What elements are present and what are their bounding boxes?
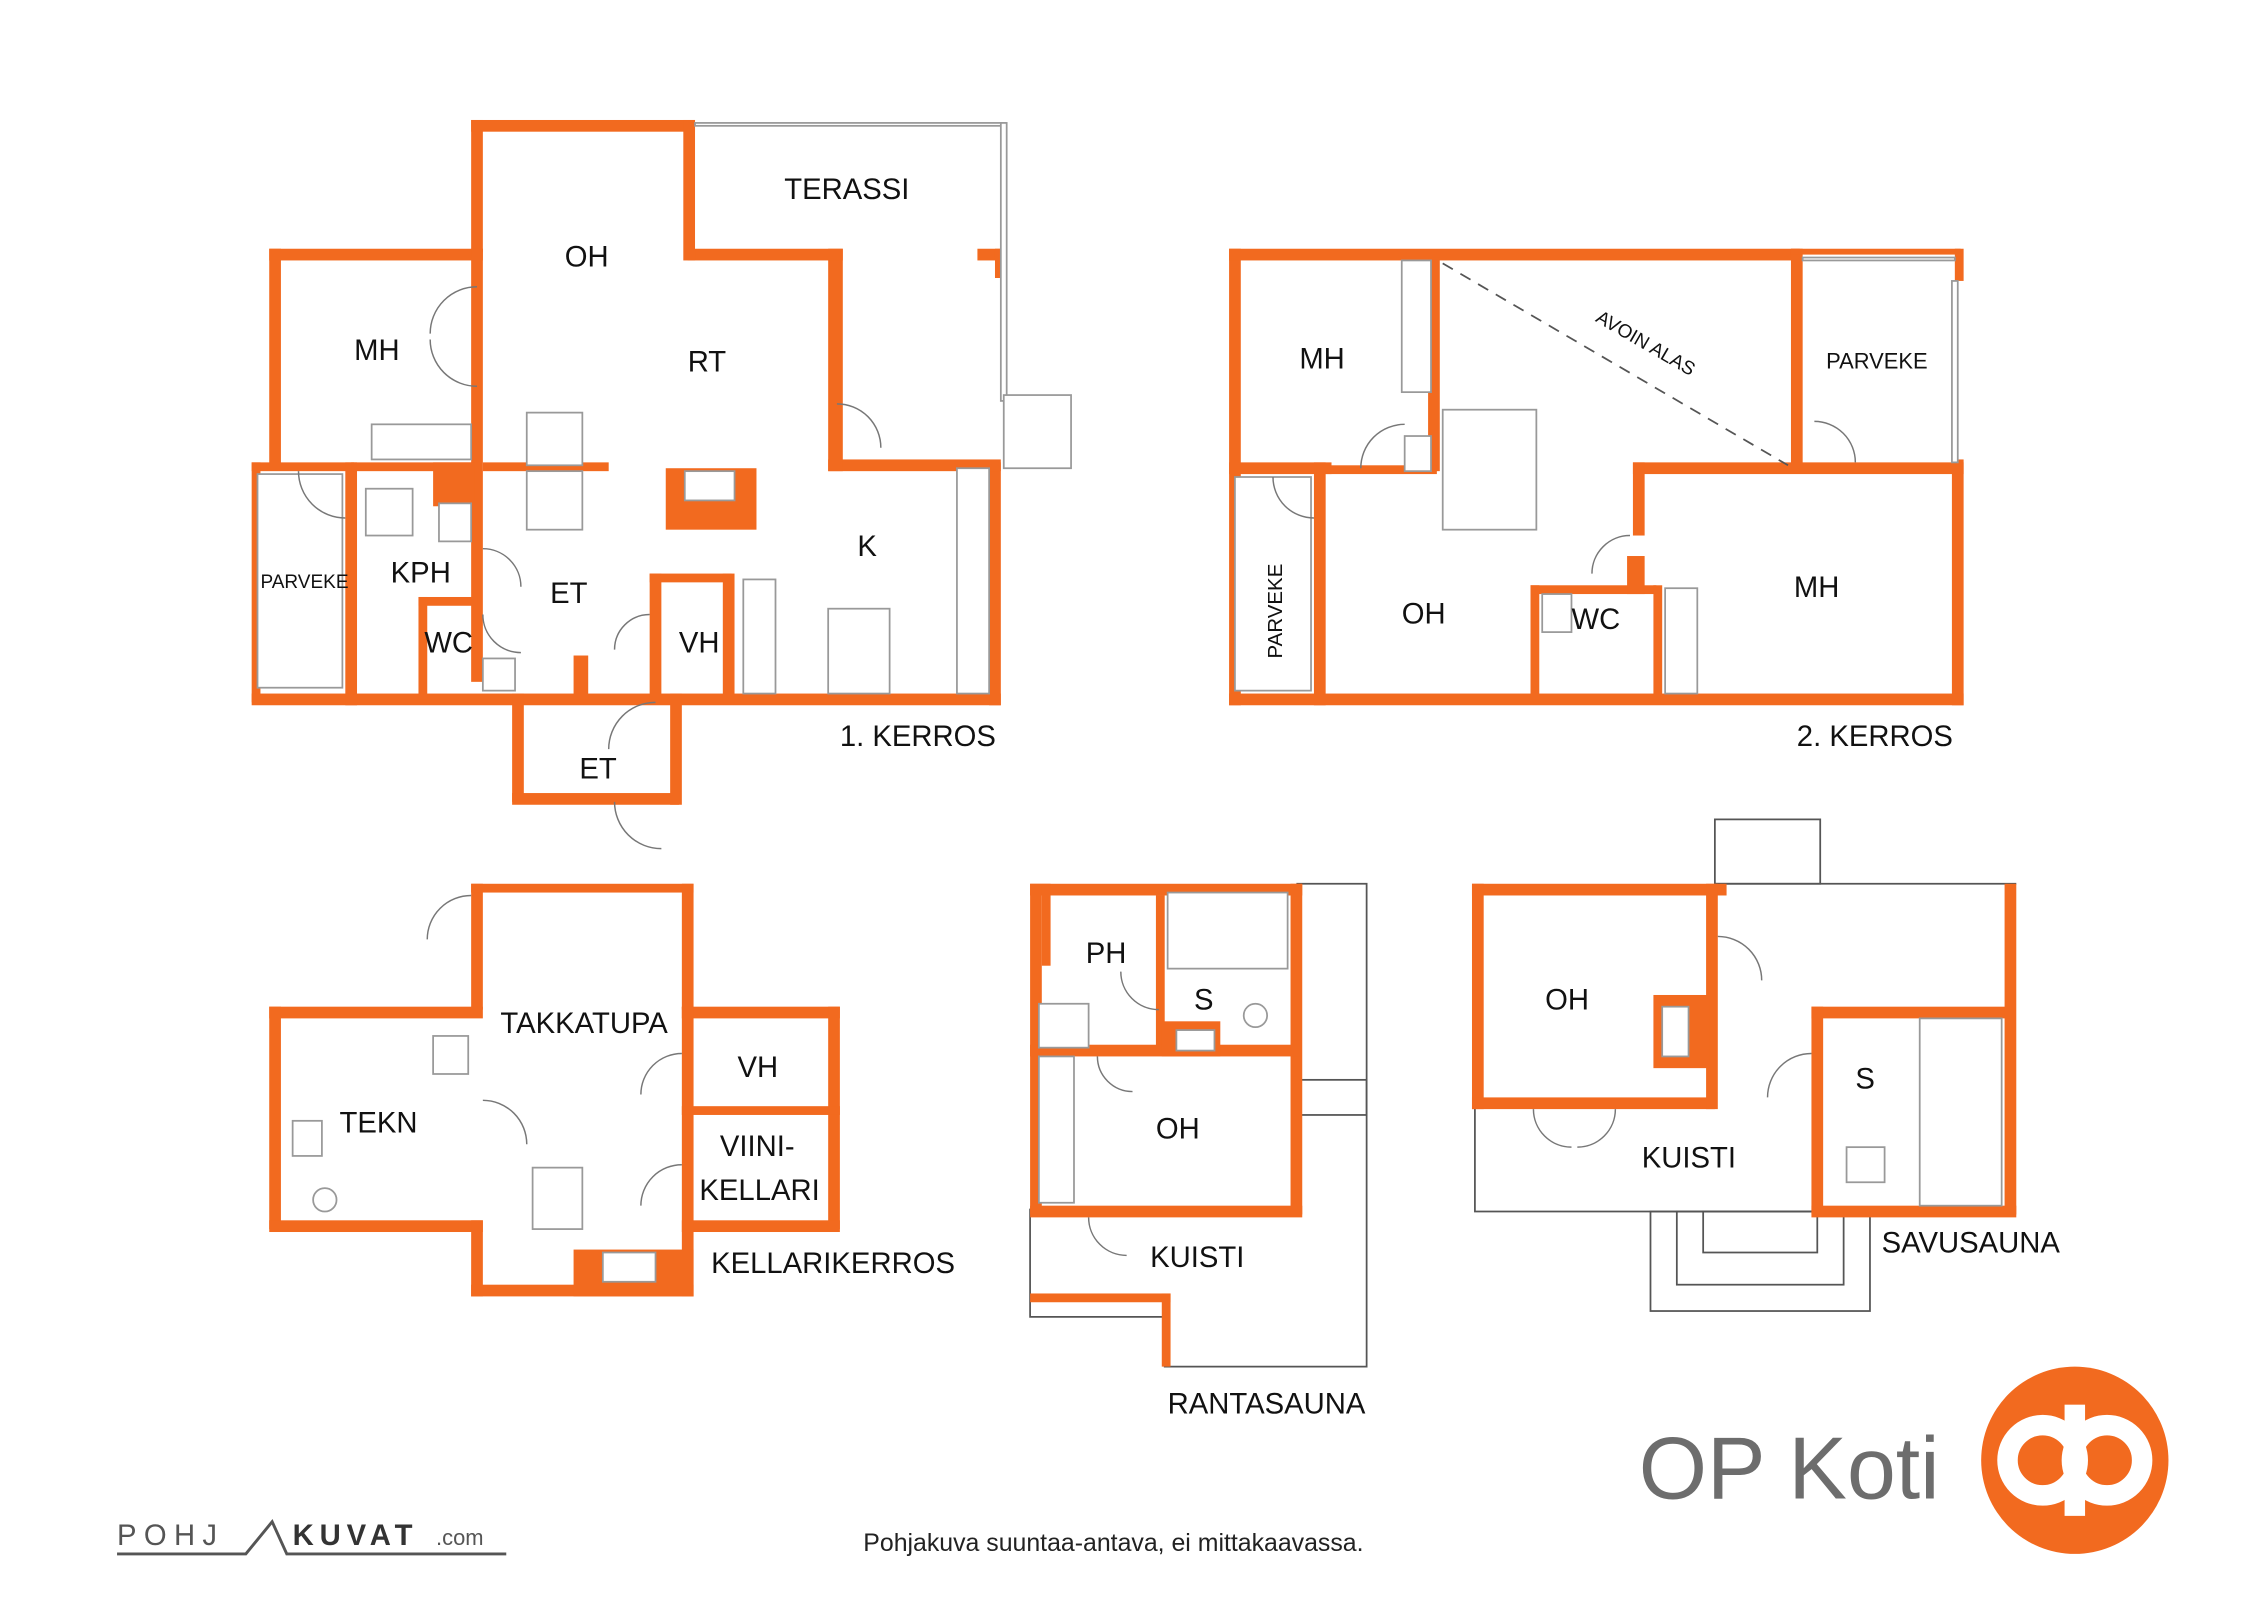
- room-label-avoin-alas: AVOIN ALAS: [1592, 307, 1698, 380]
- pohjakuvat-left: POHJ: [117, 1520, 224, 1552]
- room-label-vh: VH: [737, 1052, 778, 1084]
- savusauna-caption: SAVUSAUNA: [1882, 1227, 2061, 1259]
- floor-1-doors: [297, 286, 882, 850]
- rantasauna-walls: [1030, 883, 1303, 1367]
- room-label-k: K: [857, 531, 877, 563]
- brand-name: OP Koti: [1639, 1419, 1940, 1517]
- pohjakuvat-logo: POHJ KUVAT .com: [117, 1518, 507, 1556]
- room-label-oh: OH: [1156, 1113, 1200, 1145]
- floor-1-plan: TERASSI OH RT MH KPH PARVEKE WC ET VH K …: [251, 119, 1072, 850]
- room-label-oh: OH: [1545, 985, 1589, 1017]
- pohjakuvat-domain: .com: [436, 1525, 484, 1550]
- rantasauna-caption: RANTASAUNA: [1168, 1388, 1366, 1420]
- room-label-kph: KPH: [391, 557, 451, 589]
- room-label-kuisti: KUISTI: [1642, 1143, 1736, 1175]
- room-label-viini-2: KELLARI: [699, 1175, 819, 1207]
- room-label-takkatupa: TAKKATUPA: [500, 1008, 668, 1040]
- room-label-wc: WC: [424, 628, 473, 660]
- basement-caption: KELLARIKERROS: [711, 1248, 955, 1280]
- pohjakuvat-roof-icon: [117, 1518, 507, 1556]
- room-label-mh-right: MH: [1794, 572, 1839, 604]
- savusauna-doors: [1532, 935, 1812, 1148]
- room-label-oh: OH: [565, 241, 609, 273]
- room-label-et: ET: [550, 578, 588, 610]
- rantasauna-plan: PH S OH KUISTI RANTASAUNA: [1029, 882, 1368, 1420]
- savusauna-details: [1661, 1005, 2003, 1207]
- floor-2-plan: MH AVOIN ALAS PARVEKE PARVEKE OH WC MH 2…: [1229, 248, 1964, 753]
- rantasauna-details: [1037, 891, 1289, 1204]
- floor-1-walls: [251, 119, 1007, 805]
- room-label-wc: WC: [1571, 604, 1620, 636]
- room-label-rt: RT: [688, 347, 727, 379]
- basement-walls: [269, 883, 840, 1297]
- room-label-s: S: [1855, 1064, 1875, 1096]
- savusauna-plan: OH KUISTI S SAVUSAUNA: [1471, 818, 2061, 1312]
- room-label-mh: MH: [354, 335, 400, 367]
- pohjakuvat-right: KUVAT: [293, 1520, 419, 1552]
- room-label-et-entry: ET: [579, 753, 617, 785]
- room-label-ph: PH: [1086, 938, 1127, 970]
- room-label-s: S: [1194, 985, 1214, 1017]
- op-logo-icon: [1981, 1366, 2169, 1554]
- floor-2-caption: 2. KERROS: [1797, 721, 1953, 753]
- room-label-kuisti: KUISTI: [1150, 1242, 1244, 1274]
- room-label-parveke: PARVEKE: [260, 572, 348, 593]
- rantasauna-doors: [1087, 971, 1159, 1257]
- room-label-tekn: TEKN: [339, 1108, 417, 1140]
- room-label-parveke-left: PARVEKE: [1264, 564, 1287, 659]
- room-label-viini-1: VIINI-: [720, 1131, 795, 1163]
- floor-1-caption: 1. KERROS: [840, 721, 996, 753]
- avoin-alas-line: [1442, 262, 1789, 467]
- floor-2-details: [1234, 256, 1959, 695]
- floor-2-walls: [1229, 248, 1964, 706]
- disclaimer-text: Pohjakuva suuntaa-antava, ei mittakaavas…: [863, 1529, 1363, 1557]
- footer: POHJ KUVAT .com Pohjakuva suuntaa-antava…: [117, 1366, 2169, 1557]
- basement-plan: TAKKATUPA TEKN VH VIINI- KELLARI KELLARI…: [269, 883, 955, 1297]
- room-label-parveke-right: PARVEKE: [1826, 349, 1928, 374]
- room-label-terassi: TERASSI: [784, 174, 909, 206]
- basement-doors: [426, 894, 682, 1206]
- room-label-mh-left: MH: [1299, 344, 1345, 376]
- room-label-vh: VH: [679, 628, 720, 660]
- floor-1-details: [256, 122, 1072, 695]
- savusauna-outline: [1474, 818, 2017, 1312]
- floor-2-doors: [1272, 420, 1857, 574]
- basement-details: [291, 1035, 657, 1283]
- room-label-oh: OH: [1402, 598, 1446, 630]
